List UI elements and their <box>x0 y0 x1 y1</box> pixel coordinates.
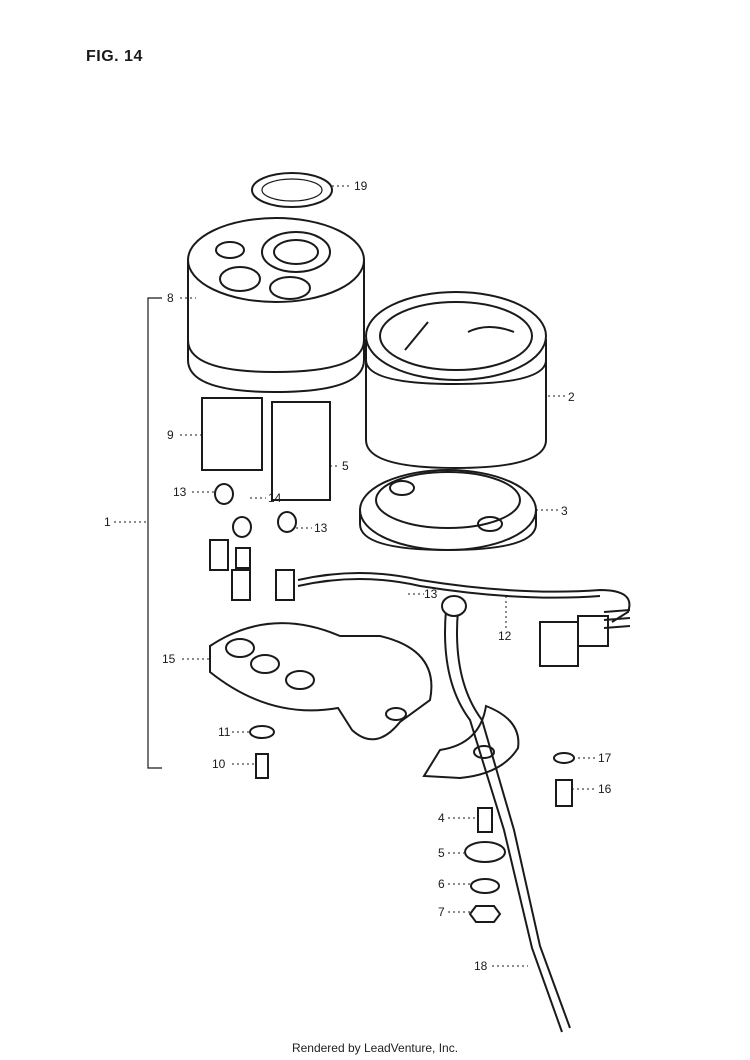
callout-7: 7 <box>438 905 445 919</box>
leader-lines <box>114 185 596 967</box>
bulb-sockets <box>209 483 297 601</box>
footer-credit: Rendered by LeadVenture, Inc. <box>291 1041 459 1055</box>
part-1-bracket <box>147 297 162 769</box>
callout-11: 11 <box>218 725 231 739</box>
part-3-base <box>359 469 537 552</box>
callout-10: 10 <box>212 757 226 771</box>
callout-13-tertiary: 13 <box>424 587 438 601</box>
callout-16: 16 <box>598 782 612 796</box>
part-8-housing <box>187 217 365 394</box>
part-18-cable <box>441 595 571 1033</box>
callout-3: 3 <box>561 504 568 518</box>
callout-14: 14 <box>268 491 282 505</box>
part-15-bracket <box>209 622 433 741</box>
side-bracket <box>422 704 520 780</box>
part-2-speedometer <box>365 291 547 470</box>
callout-17: 17 <box>598 751 612 765</box>
callout-13: 13 <box>173 485 187 499</box>
callout-1: 1 <box>104 515 111 529</box>
callout-18: 18 <box>474 959 488 973</box>
parts-4-to-7 <box>464 807 506 923</box>
figure-title: FIG. 14 <box>86 48 143 65</box>
callout-15: 15 <box>162 652 176 666</box>
callout-9: 9 <box>167 428 174 442</box>
part-9-panels <box>201 397 331 501</box>
callout-5-secondary: 5 <box>342 459 349 473</box>
callout-4: 4 <box>438 811 445 825</box>
callout-2: 2 <box>568 390 575 404</box>
callout-12: 12 <box>498 629 512 643</box>
callout-19: 19 <box>354 179 368 193</box>
callout-5: 5 <box>438 846 445 860</box>
callout-8: 8 <box>167 291 174 305</box>
callout-13-secondary: 13 <box>314 521 328 535</box>
fasteners <box>249 725 575 807</box>
part-19-cover <box>251 172 333 208</box>
callout-6: 6 <box>438 877 445 891</box>
part-12-harness <box>297 572 631 667</box>
